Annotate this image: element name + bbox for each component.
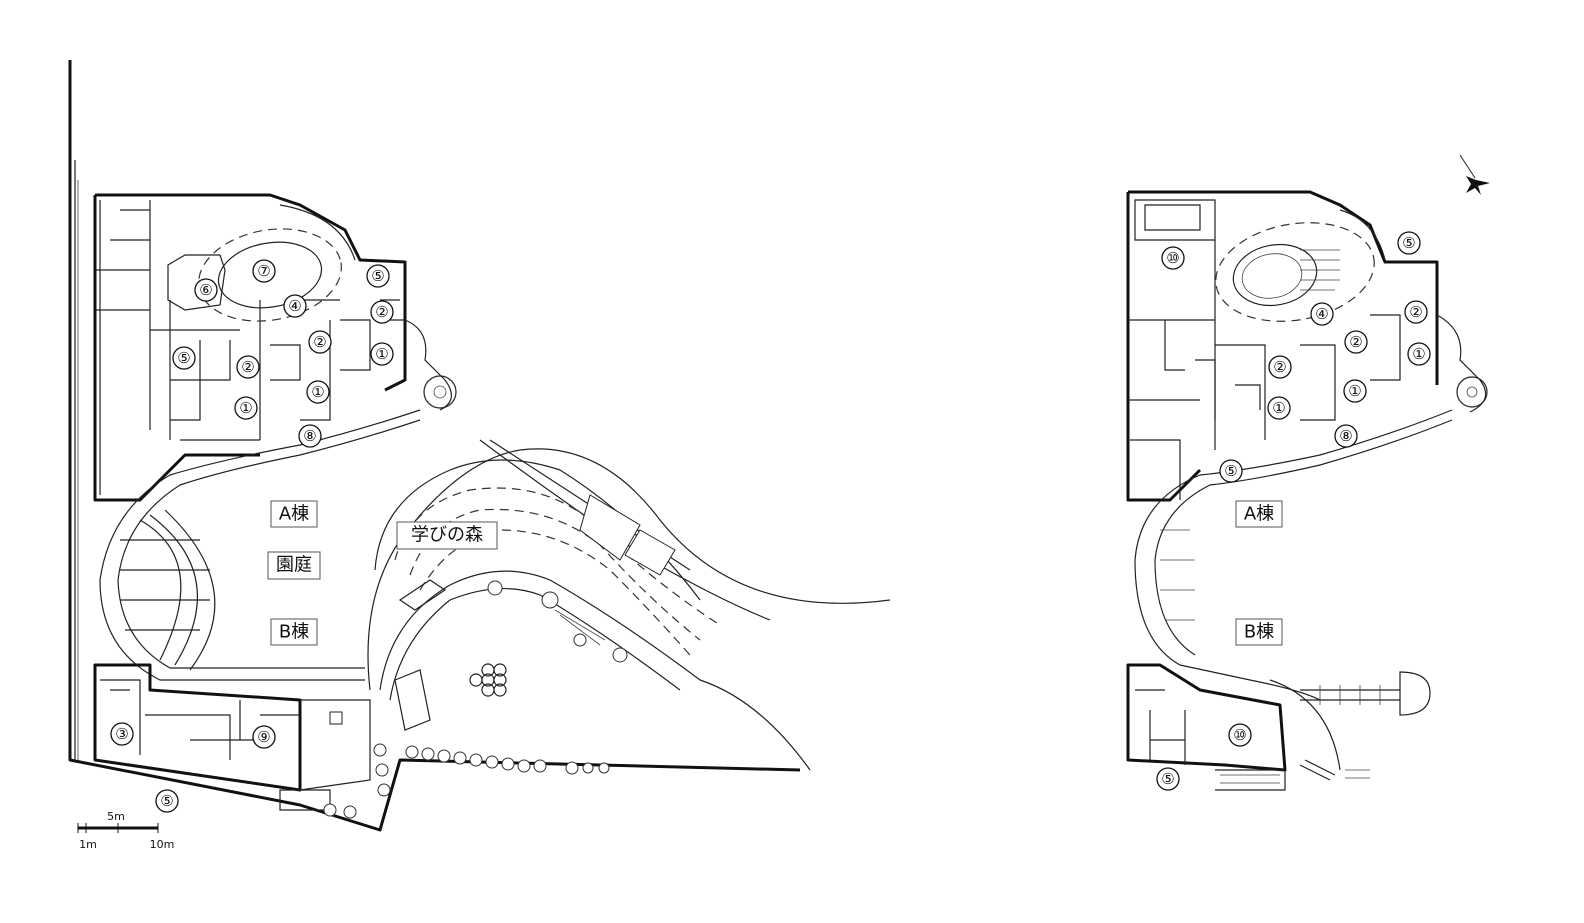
room-number: ⑨ [252, 725, 276, 749]
svg-text:④: ④ [1315, 305, 1328, 323]
upper-a-building-wall [1126, 192, 1202, 502]
svg-text:①: ① [1272, 399, 1285, 417]
svg-text:①: ① [1412, 345, 1425, 363]
room-number: ⑤ [1219, 459, 1243, 483]
hex-play-structure [469, 663, 507, 697]
svg-text:⑤: ⑤ [177, 349, 190, 367]
svg-text:①: ① [1348, 382, 1361, 400]
upper-floor-plan: ⑩ ⑤ ④ ② ② ① ② ① ① ⑧ ⑤ ⑩ ⑤ A棟 B棟 [1126, 154, 1490, 791]
ground-floor-plan: 5m 1m 10m ⑦ ⑥ ④ ⑤ ② ② ① ⑤ ② ① ① ⑧ ③ ⑨ ⑤ … [68, 60, 891, 851]
svg-text:④: ④ [288, 297, 301, 315]
upper-b-building-wall [1126, 663, 1287, 772]
label-garden: 園庭 [267, 551, 321, 580]
room-number: ⑤ [1156, 767, 1180, 791]
svg-text:⑤: ⑤ [1224, 462, 1237, 480]
room-number: ② [1404, 300, 1428, 324]
forest-boundary [367, 448, 891, 691]
svg-text:⑤: ⑤ [1161, 770, 1174, 788]
svg-text:⑧: ⑧ [303, 427, 316, 445]
room-number: ③ [110, 722, 134, 746]
svg-text:⑩: ⑩ [1166, 249, 1179, 267]
room-number: ⑩ [1161, 246, 1185, 270]
label-a-building: A棟 [270, 500, 318, 528]
a-building-wall [93, 195, 260, 502]
room-number: ⑩ [1228, 723, 1252, 747]
svg-text:②: ② [375, 303, 388, 321]
room-number: ⑥ [194, 278, 218, 302]
trees [323, 580, 628, 819]
room-number: ④ [1310, 302, 1334, 326]
label-b-building-upper: B棟 [1235, 618, 1283, 646]
upper-oval-void [1215, 222, 1375, 322]
room-number: ⑤ [366, 264, 390, 288]
room-number: ① [1343, 379, 1367, 403]
svg-text:⑤: ⑤ [371, 267, 384, 285]
scale-label-10m: 10m [150, 838, 175, 851]
svg-text:B棟: B棟 [1244, 622, 1274, 643]
svg-text:②: ② [1349, 333, 1362, 351]
room-number: ⑤ [155, 789, 179, 813]
svg-text:B棟: B棟 [279, 622, 309, 643]
svg-text:②: ② [313, 333, 326, 351]
label-forest: 学びの森 [396, 521, 498, 550]
svg-text:⑦: ⑦ [257, 262, 270, 280]
room-number: ④ [283, 294, 307, 318]
svg-text:①: ① [375, 345, 388, 363]
north-arrow-icon [1459, 154, 1490, 195]
svg-text:③: ③ [115, 725, 128, 743]
svg-text:A棟: A棟 [1244, 504, 1274, 525]
svg-text:②: ② [241, 358, 254, 376]
svg-text:②: ② [1409, 303, 1422, 321]
room-number: ② [1344, 330, 1368, 354]
svg-text:①: ① [239, 399, 252, 417]
room-number: ① [1407, 342, 1431, 366]
svg-text:A棟: A棟 [279, 504, 309, 525]
svg-text:②: ② [1273, 358, 1286, 376]
svg-text:園庭: 園庭 [276, 555, 312, 576]
svg-text:⑤: ⑤ [1402, 234, 1415, 252]
svg-text:⑩: ⑩ [1233, 726, 1246, 744]
room-number: ① [306, 380, 330, 404]
room-number: ② [308, 330, 332, 354]
room-number: ⑧ [298, 424, 322, 448]
room-number: ① [370, 342, 394, 366]
site-boundary [68, 60, 801, 832]
label-b-building: B棟 [270, 618, 318, 646]
svg-text:⑥: ⑥ [199, 281, 212, 299]
room-number: ⑤ [1397, 231, 1421, 255]
upper-spiral-stair [1456, 376, 1488, 408]
upper-corridor [1134, 409, 1453, 701]
svg-text:⑤: ⑤ [160, 792, 173, 810]
room-number: ② [370, 300, 394, 324]
spiral-stair [423, 375, 457, 409]
svg-text:⑧: ⑧ [1339, 427, 1352, 445]
room-number: ⑦ [252, 259, 276, 283]
room-number: ① [1267, 396, 1291, 420]
scale-label-5m: 5m [107, 810, 125, 823]
svg-text:⑨: ⑨ [257, 728, 270, 746]
room-number: ⑤ [172, 346, 196, 370]
scale-label-1m: 1m [79, 838, 97, 851]
room-number: ⑧ [1334, 424, 1358, 448]
room-number: ② [1268, 355, 1292, 379]
room-number: ② [236, 355, 260, 379]
label-a-building-upper: A棟 [1235, 500, 1283, 528]
svg-text:学びの森: 学びの森 [411, 525, 483, 546]
corridor-outer [99, 409, 421, 681]
room-number: ① [234, 396, 258, 420]
scale-bar: 5m 1m 10m [77, 810, 175, 851]
svg-text:①: ① [311, 383, 324, 401]
